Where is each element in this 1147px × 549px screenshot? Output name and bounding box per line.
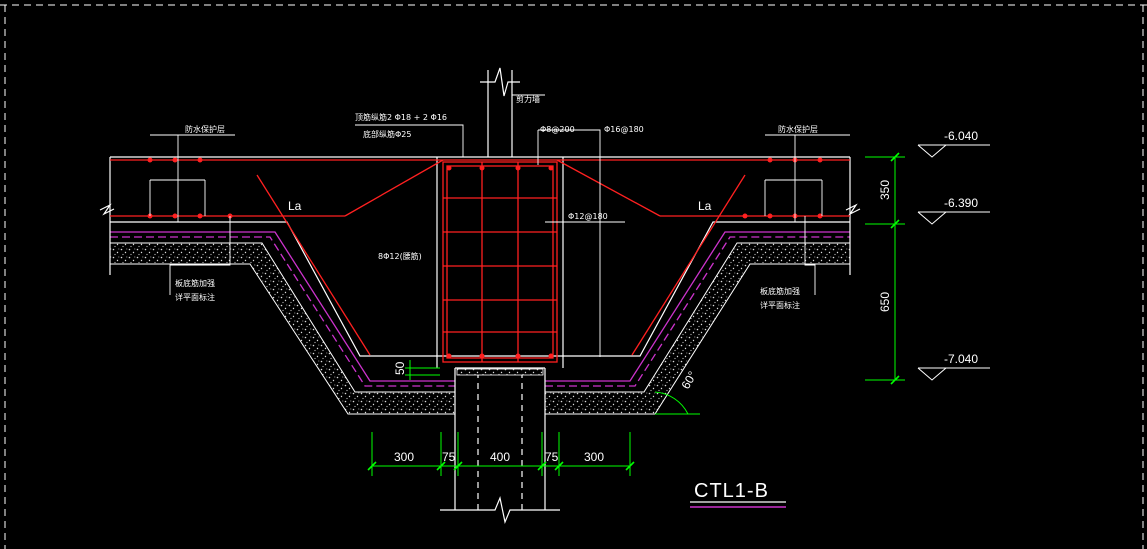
anchor-label-left: La (288, 199, 302, 213)
vertical-dim-350: 350 (878, 180, 892, 200)
horizontal-dim-300-right: 300 (584, 450, 604, 464)
top-bar-note-1: 顶筋纵筋2 Φ18 + 2 Φ16 (355, 112, 447, 122)
viewport-frame (0, 4, 1147, 549)
anchor-label-right: La (698, 199, 712, 213)
slab-rebar-left-2: 详平面标注 (175, 292, 215, 302)
waterproof-lines (110, 231, 850, 387)
structure-outline (99, 67, 861, 525)
pile-cap-hatch (456, 368, 544, 376)
vertical-dim-650: 650 (878, 292, 892, 312)
horizontal-dim-300-left: 300 (394, 450, 414, 464)
top-bar-note-2: 底部纵筋Φ25 (363, 129, 411, 139)
title-underline (690, 501, 786, 508)
concrete-cushion-layer (109, 242, 851, 415)
dimension-ticks (367, 152, 900, 471)
leader-lines (149, 94, 850, 357)
horizontal-dim-75-left: 75 (442, 450, 456, 464)
waterproof-label-left: 防水保护层 (185, 124, 225, 134)
elevation-markers (917, 144, 990, 381)
side-bars-label: 8Φ12(腰筋) (378, 251, 422, 261)
slab-rebar-right-1: 板底筋加强 (760, 286, 800, 296)
elevation-label-2: -6.390 (944, 196, 978, 210)
elevation-label-1: -6.040 (944, 129, 978, 143)
shear-wall-label: 剪力墙 (516, 94, 540, 104)
stirrup-label-2: Φ16@180 (604, 125, 644, 134)
tie-bar-label: Φ12@180 (568, 212, 608, 221)
dimension-lines (371, 156, 905, 476)
waterproof-label-right: 防水保护层 (778, 124, 818, 134)
stirrup-label-1: Φ8@200 (540, 125, 575, 134)
horizontal-dim-75-right: 75 (545, 450, 559, 464)
elevation-label-3: -7.040 (944, 352, 978, 366)
slab-rebar-right-2: 详平面标注 (760, 300, 800, 310)
horizontal-dim-400: 400 (490, 450, 510, 464)
slab-rebar-left-1: 板底筋加强 (175, 278, 215, 288)
cover-dimension: 50 (393, 361, 407, 375)
drawing-title: CTL1-B (694, 480, 769, 502)
